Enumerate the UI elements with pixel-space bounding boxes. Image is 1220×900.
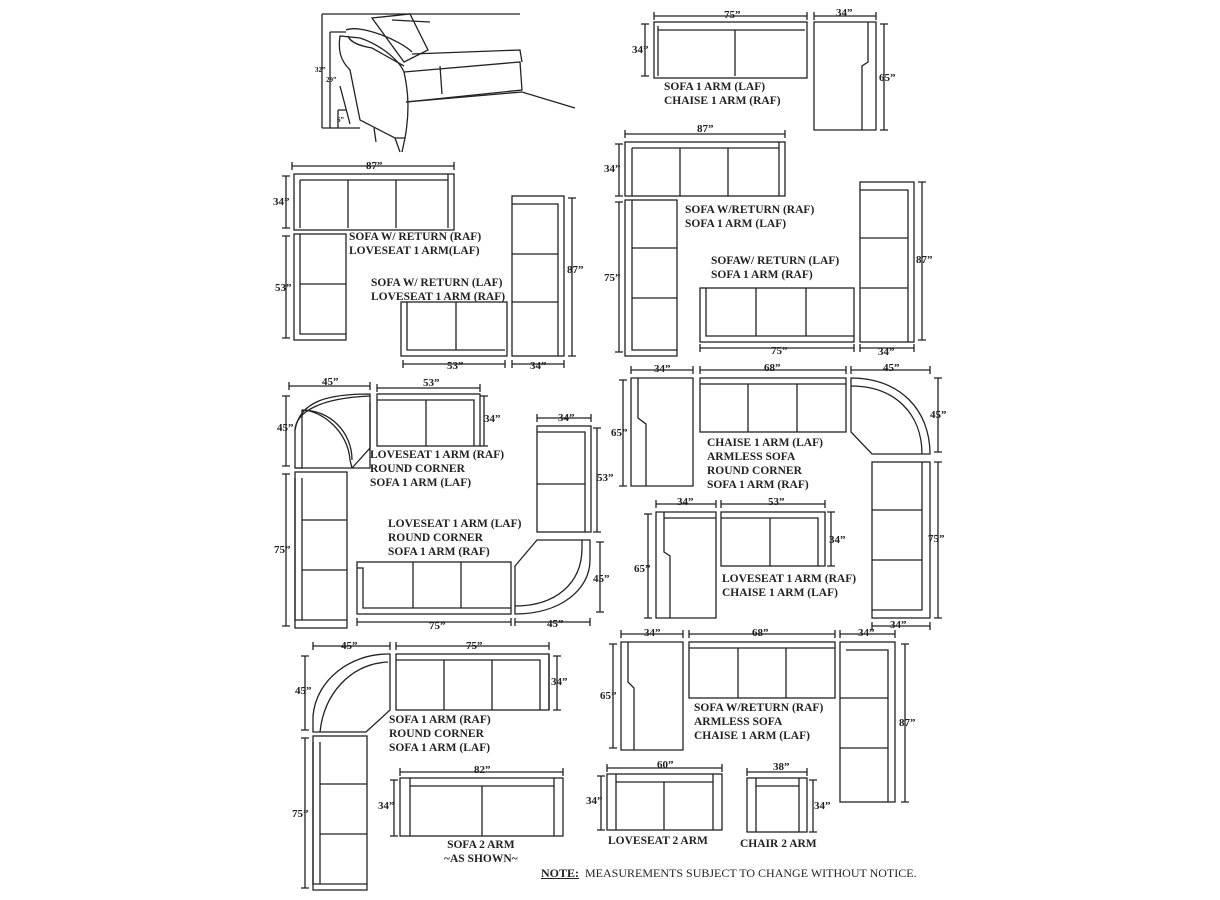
dimension-label: 45”	[930, 409, 947, 421]
config-label: CHAIR 2 ARM	[740, 838, 817, 850]
dimension-label: 75”	[724, 9, 741, 21]
config-label: LOVESEAT 2 ARM	[608, 835, 708, 847]
dimension-label: 75”	[429, 620, 446, 632]
dimension-label: 45”	[322, 376, 339, 388]
config-sofa-corner-sofa	[301, 642, 561, 891]
config-loveseat-chaise	[644, 500, 835, 619]
dimension-label: 87”	[899, 717, 916, 729]
dimension-label: 34”	[530, 360, 547, 372]
dimension-label: 45”	[341, 640, 358, 652]
dimension-label: 34”	[836, 7, 853, 19]
dimension-label: 75”	[292, 808, 309, 820]
dimension-label: 38”	[773, 761, 790, 773]
dimension-label: 34”	[632, 44, 649, 56]
dimension-label: 60”	[657, 759, 674, 771]
dimension-label: 87”	[697, 123, 714, 135]
config-sofa-chaise	[641, 12, 888, 131]
dimension-label: 87”	[916, 254, 933, 266]
dimension-label: 75”	[466, 640, 483, 652]
dimension-label: 75”	[771, 345, 788, 357]
dimension-label: 34”	[273, 196, 290, 208]
dimension-label: 53”	[768, 496, 785, 508]
config-label: SOFA 2 ARM~AS SHOWN~	[444, 839, 518, 865]
config-chair-2-arm	[746, 768, 817, 833]
dimension-label: 34”	[858, 627, 875, 639]
dimension-label: 6”	[337, 116, 344, 124]
dimension-label: 75”	[928, 533, 945, 545]
sofa-perspective-sketch	[321, 13, 576, 153]
dimension-label: 34”	[644, 627, 661, 639]
dimension-label: 65”	[634, 563, 651, 575]
dimension-label: 29”	[326, 76, 337, 84]
dimension-label: 75”	[604, 272, 621, 284]
dimension-label: 45”	[593, 573, 610, 585]
dimension-label: 87”	[366, 160, 383, 172]
dimension-label: 45”	[277, 422, 294, 434]
dimension-label: 45”	[883, 362, 900, 374]
config-chaise-armless-corner-sofa	[619, 366, 942, 630]
dimension-label: 34”	[378, 800, 395, 812]
dimension-label: 68”	[764, 362, 781, 374]
config-label: LOVESEAT 1 ARM (RAF)CHAISE 1 ARM (LAF)	[722, 573, 857, 599]
note-label: NOTE:	[541, 866, 580, 880]
config-sofa-return-raf-sofa	[615, 130, 786, 357]
dimension-label: 34”	[829, 534, 846, 546]
dimension-label: 82”	[474, 764, 491, 776]
dimension-label: 34”	[814, 800, 831, 812]
config-label: SOFA W/ RETURN (RAF)LOVESEAT 1 ARM(LAF)	[349, 231, 482, 257]
dimension-label: 53”	[423, 377, 440, 389]
dimension-label: 34”	[654, 363, 671, 375]
dimension-label: 32”	[315, 66, 326, 74]
dimension-label: 34”	[878, 346, 895, 358]
config-loveseat-2-arm	[597, 764, 723, 831]
config-label: SOFA W/RETURN (RAF)SOFA 1 ARM (LAF)	[685, 204, 815, 230]
config-sofa-2-arm	[390, 768, 564, 837]
dimension-label: 45”	[295, 685, 312, 697]
dimension-label: 34”	[604, 163, 621, 175]
dimension-label: 68”	[752, 627, 769, 639]
dimension-label: 53”	[597, 472, 614, 484]
config-loveseat-corner-sofa-raf	[356, 414, 604, 626]
dimension-label: 34”	[890, 619, 907, 631]
dimension-label: 65”	[600, 690, 617, 702]
dimension-label: 53”	[275, 282, 292, 294]
dimension-label: 34”	[484, 413, 501, 425]
dimension-label: 65”	[611, 427, 628, 439]
config-label: SOFA 1 ARM (LAF)CHAISE 1 ARM (RAF)	[664, 81, 781, 107]
config-sofa-return-laf-sofa	[699, 181, 926, 352]
dimension-label: 45”	[547, 618, 564, 630]
config-sofa-return-raf-loveseat	[282, 162, 455, 341]
config-label: SOFA W/ RETURN (LAF)LOVESEAT 1 ARM (RAF)	[371, 277, 506, 303]
dimension-label: 53”	[447, 360, 464, 372]
config-label: SOFAW/ RETURN (LAF)SOFA 1 ARM (RAF)	[711, 255, 840, 281]
dimension-label: 34”	[558, 412, 575, 424]
config-sofa-return-armless-chaise	[609, 630, 909, 803]
dimension-label: 34”	[677, 496, 694, 508]
dimension-label: 87”	[567, 264, 584, 276]
dimension-label: 34”	[586, 795, 603, 807]
dimension-label: 65”	[879, 72, 896, 84]
config-loveseat-corner-sofa-laf	[282, 382, 488, 629]
dimension-label: 34”	[551, 676, 568, 688]
disclaimer-note: NOTE: MEASUREMENTS SUBJECT TO CHANGE WIT…	[541, 866, 917, 881]
dimension-label: 75”	[274, 544, 291, 556]
config-sofa-return-laf-loveseat	[400, 195, 576, 368]
note-text: MEASUREMENTS SUBJECT TO CHANGE WITHOUT N…	[585, 866, 917, 880]
